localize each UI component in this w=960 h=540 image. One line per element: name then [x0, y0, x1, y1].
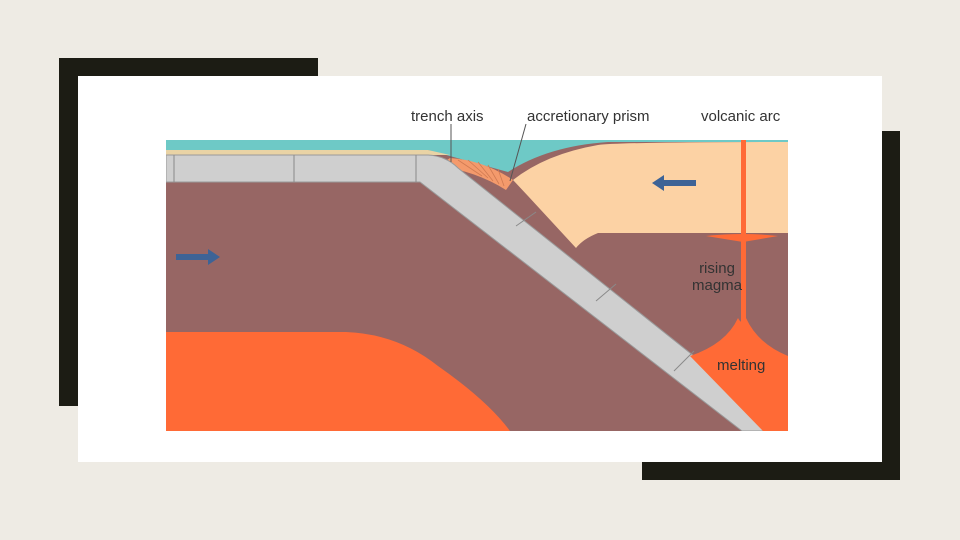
rising-magma-label-line2: magma — [686, 278, 748, 294]
melting-label: melting — [717, 358, 765, 374]
slide-card: trench axis accretionary prism volcanic … — [78, 76, 882, 462]
accretionary-prism-label: accretionary prism — [527, 109, 650, 125]
rising-magma-label-line1: rising — [692, 261, 742, 277]
subduction-diagram — [78, 76, 882, 462]
trench-axis-label: trench axis — [411, 109, 484, 125]
volcanic-arc-label: volcanic arc — [701, 109, 780, 125]
sediment-layer — [166, 150, 450, 155]
